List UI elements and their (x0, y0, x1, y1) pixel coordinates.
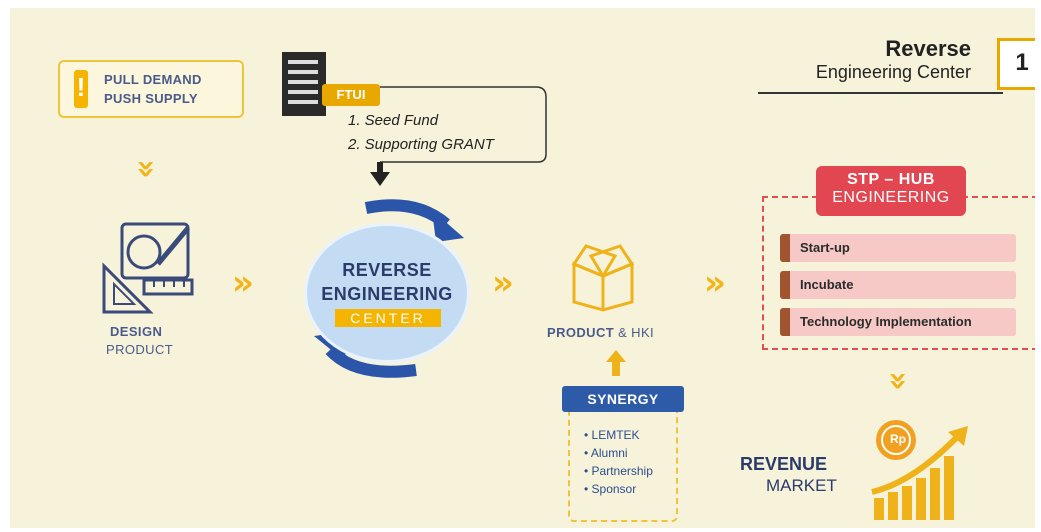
stp-row-label: Incubate (800, 277, 854, 292)
product-label-bold: PRODUCT (547, 325, 615, 340)
synergy-item: • Alumni (584, 446, 628, 460)
ftui-tag: FTUI (322, 84, 380, 106)
cycle-arrows-icon (314, 199, 464, 378)
center-line1: REVERSE (342, 260, 432, 280)
diagram-canvas: Reverse Engineering Center 1 ! PULL DEMA… (10, 8, 1035, 528)
center-line3: CENTER (335, 309, 441, 327)
stp-row-startup: Start-up (780, 234, 1016, 262)
push-supply-label: PUSH SUPPLY (104, 91, 198, 106)
header-title: Reverse (885, 36, 971, 61)
synergy-tag: SYNERGY (562, 386, 684, 412)
growth-chart-icon (871, 420, 968, 520)
synergy-item: • LEMTEK (584, 428, 640, 442)
stp-hub-title: STP – HUB (847, 171, 935, 188)
design-label: DESIGN (110, 324, 163, 339)
product-label: PRODUCT (106, 342, 174, 357)
ftui-item-supporting-grant: 2. Supporting GRANT (348, 136, 494, 153)
center-line2: ENGINEERING (321, 284, 453, 304)
reverse-engineering-center: REVERSE ENGINEERING CENTER (304, 223, 470, 363)
rupiah-coin-label: Rp (890, 432, 906, 446)
design-tools-icon (102, 222, 194, 314)
chevron-right-icon: » (492, 263, 514, 303)
product-box-icon (571, 244, 635, 312)
stp-row-technology: Technology Implementation (780, 308, 1016, 336)
stp-hub-subtitle: ENGINEERING (832, 189, 950, 206)
revenue-label: REVENUE (740, 454, 828, 474)
chevron-right-icon: » (232, 263, 254, 303)
header-subtitle: Engineering Center (815, 62, 971, 82)
product-hki-label: PRODUCT & HKI (547, 324, 654, 342)
stp-hub-tag: STP – HUB ENGINEERING (816, 166, 966, 216)
arrow-up-icon (606, 350, 626, 376)
chevron-down-icon: » (126, 159, 166, 179)
header-number-badge: 1 (997, 38, 1035, 90)
pull-demand-label: PULL DEMAND (104, 72, 202, 87)
ftui-building-icon (282, 52, 547, 186)
product-label-hki: & HKI (614, 325, 655, 340)
exclamation-icon: ! (74, 70, 88, 108)
pull-demand-box: ! PULL DEMAND PUSH SUPPLY (58, 60, 244, 118)
stp-row-label: Technology Implementation (800, 314, 972, 329)
synergy-item: • Sponsor (584, 482, 637, 496)
chevron-right-icon: » (704, 263, 726, 303)
stp-row-label: Start-up (800, 240, 850, 255)
chevron-down-icon: » (878, 371, 918, 391)
synergy-item: • Partnership (584, 464, 653, 478)
market-label: MARKET (766, 476, 837, 495)
header-underline (758, 92, 1003, 94)
stp-row-incubate: Incubate (780, 271, 1016, 299)
ftui-item-seed-fund: 1. Seed Fund (348, 112, 439, 129)
